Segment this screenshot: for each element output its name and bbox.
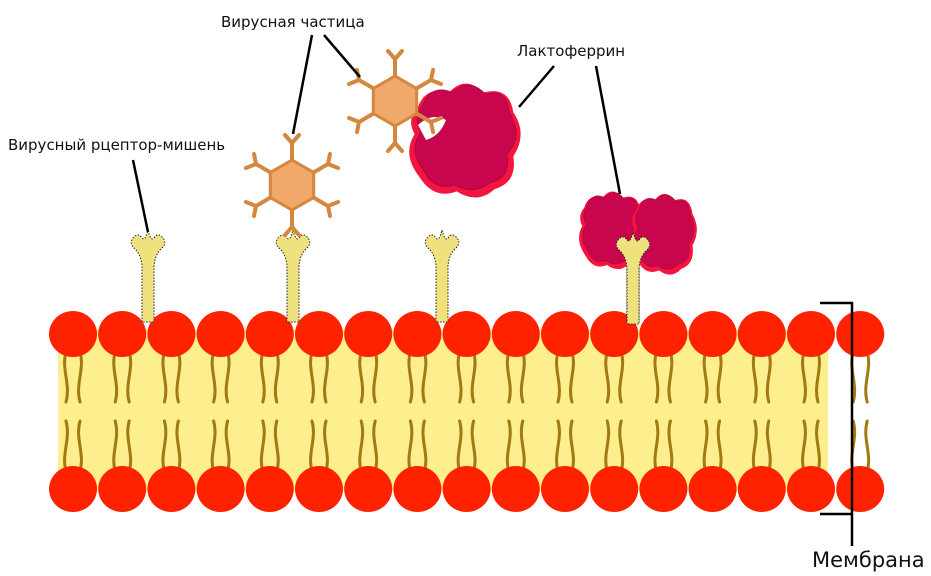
leader-lines	[133, 35, 620, 232]
lipid-head	[49, 311, 97, 357]
lipid-head	[49, 466, 97, 512]
lipid-head	[295, 466, 343, 512]
label-membrane: Мембрана	[812, 548, 925, 572]
lipid-head	[492, 466, 540, 512]
lipid-head	[393, 466, 441, 512]
lipid-head	[639, 466, 687, 512]
lipid-head	[443, 311, 491, 357]
lipid-head	[197, 311, 245, 357]
lipid-head	[197, 466, 245, 512]
lipid-head	[344, 311, 392, 357]
lipid-head	[738, 311, 786, 357]
lipid-head	[492, 311, 540, 357]
lipid-head	[541, 311, 589, 357]
lactoferrin-free	[409, 84, 520, 198]
lipid-head	[98, 466, 146, 512]
lipid-head	[836, 311, 884, 357]
lipid-head	[590, 466, 638, 512]
lipid-head	[393, 311, 441, 357]
lipid-head	[147, 311, 195, 357]
lipid-head	[344, 466, 392, 512]
lipid-head	[689, 466, 737, 512]
virus-particle-bound	[246, 135, 338, 235]
lipid-head	[689, 311, 737, 357]
receptor-stem-front	[616, 232, 650, 324]
lipid-tail	[866, 352, 869, 471]
lipid-head	[98, 311, 146, 357]
lipid-head	[246, 466, 294, 512]
receptor-bound-virus	[276, 230, 310, 322]
lipid-head	[295, 311, 343, 357]
lipid-head	[541, 466, 589, 512]
lipid-head	[443, 466, 491, 512]
lipid-head	[147, 466, 195, 512]
receptor-free-left	[131, 230, 165, 322]
lipid-heads-top	[49, 311, 884, 357]
label-receptor: Вирусный рцептор-мишень	[8, 136, 225, 154]
receptor-free-middle	[425, 230, 459, 322]
lipid-head	[787, 466, 835, 512]
label-lactoferrin: Лактоферрин	[517, 42, 625, 60]
lipid-head	[738, 466, 786, 512]
lipid-head	[639, 311, 687, 357]
lipid-head	[787, 311, 835, 357]
label-virus-particle: Вирусная частица	[221, 13, 365, 31]
lipid-head	[836, 466, 884, 512]
lipid-heads-bottom	[49, 466, 884, 512]
